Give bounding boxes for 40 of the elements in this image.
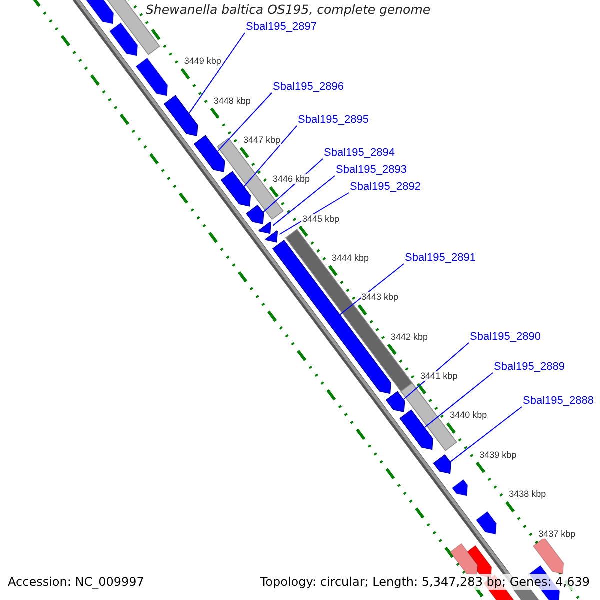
gene-feature bbox=[400, 410, 434, 450]
gene-feature bbox=[220, 171, 252, 207]
scale-label: 3440 kbp bbox=[449, 410, 488, 420]
gene-feature bbox=[386, 391, 406, 412]
gene-feature bbox=[265, 230, 278, 243]
gene-feature bbox=[246, 204, 264, 224]
scale-label: 3443 kbp bbox=[360, 292, 400, 302]
leader-line bbox=[272, 176, 336, 226]
footer-text: Accession: NC_009997 bbox=[6, 574, 146, 590]
gene-label: Sbal195_2893 bbox=[336, 164, 407, 176]
gene-label: Sbal195_2894 bbox=[324, 147, 395, 159]
scale-label: 3446 kbp bbox=[272, 174, 311, 184]
gene-feature bbox=[433, 454, 452, 474]
leader-line bbox=[450, 406, 522, 463]
scale-label: 3445 kbp bbox=[301, 214, 341, 224]
gene-label: Sbal195_2897 bbox=[246, 21, 317, 33]
gene-label: Sbal195_2895 bbox=[298, 114, 369, 126]
scale-label: 3449 kbp bbox=[183, 56, 222, 66]
leader-line bbox=[188, 32, 246, 114]
scale-label: 3444 kbp bbox=[331, 253, 370, 263]
scale-label: 3439 kbp bbox=[478, 450, 518, 460]
gene-feature bbox=[194, 135, 226, 172]
scale-label: 3447 kbp bbox=[242, 134, 282, 145]
gene-label: Sbal195_2896 bbox=[273, 81, 344, 93]
gene-label: Sbal195_2888 bbox=[523, 395, 594, 407]
leader-line bbox=[340, 264, 404, 316]
gene-label: Sbal195_2890 bbox=[470, 331, 541, 343]
leader-line bbox=[244, 126, 298, 188]
scale-label: 3448 kbp bbox=[212, 96, 252, 106]
gene-label: Sbal195_2891 bbox=[405, 252, 476, 264]
leader-line bbox=[424, 372, 494, 428]
footer-text: Topology: circular; Length: 5,347,283 bp; Genes: 4,639 bbox=[258, 574, 592, 590]
scale-label: 3437 kbp bbox=[538, 528, 577, 539]
leader-line bbox=[217, 92, 272, 152]
scale-label: 3442 kbp bbox=[390, 332, 430, 342]
scale-label: 3438 kbp bbox=[508, 489, 548, 500]
scale-label: 3441 kbp bbox=[420, 371, 459, 382]
gene-label: Sbal195_2892 bbox=[350, 181, 421, 193]
gene-feature bbox=[164, 95, 198, 136]
gene-label: Sbal195_2889 bbox=[494, 361, 565, 373]
